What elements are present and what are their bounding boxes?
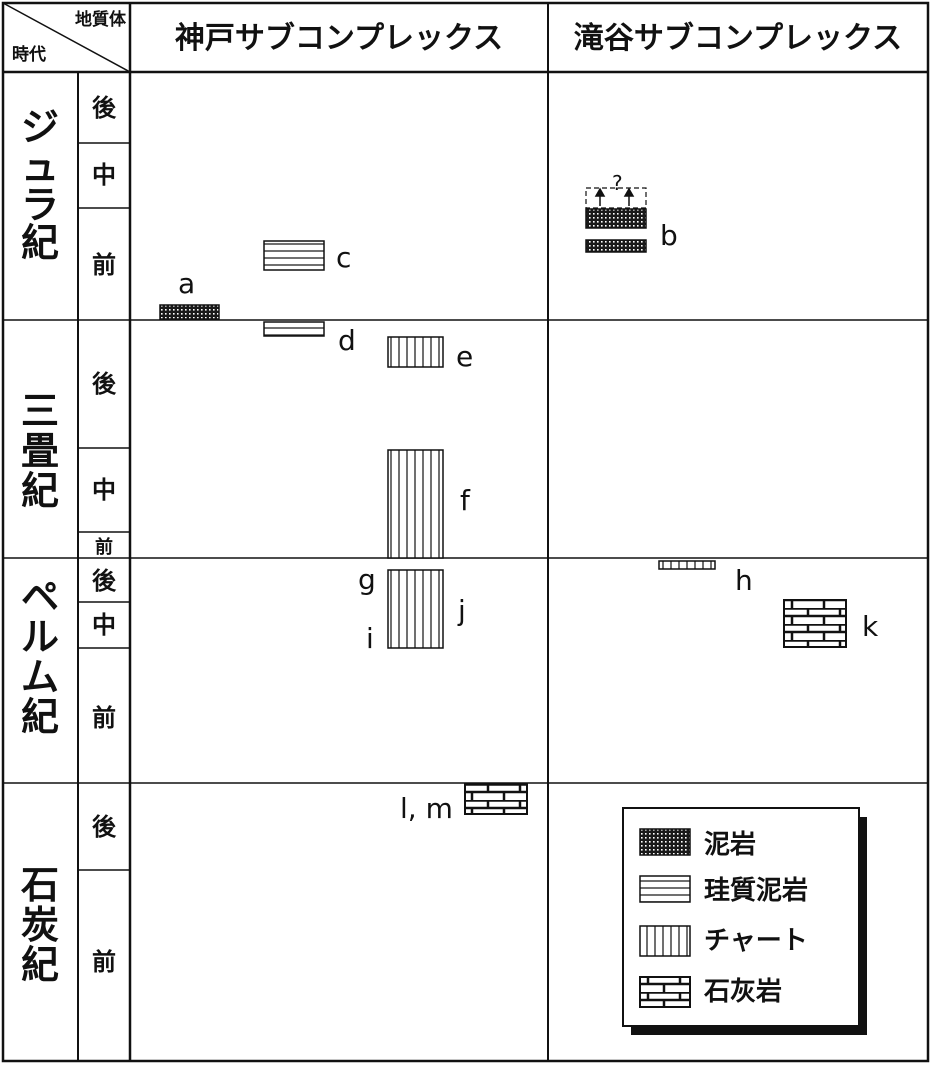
sample-gij-chert	[387, 569, 444, 649]
label-c: c	[336, 241, 351, 274]
permian-early: 前	[92, 704, 116, 732]
label-a: a	[178, 267, 195, 300]
label-lm: l, m	[400, 792, 453, 825]
sample-f-chert	[387, 449, 444, 559]
sample-b-mudstone-upper	[585, 208, 647, 229]
legend-swatch-mudstone	[639, 828, 691, 856]
uncertain-range-arrows	[594, 187, 635, 206]
sample-d-siliceous-mudstone	[263, 321, 325, 337]
legend-swatch-siliceous-mudstone	[639, 875, 691, 903]
era-jurassic: ジュラ紀	[21, 105, 59, 265]
legend-label-siliceous-mudstone: 珪質泥岩	[704, 876, 808, 906]
permian-late: 後	[92, 567, 117, 595]
sample-lm-limestone	[464, 783, 528, 815]
carboniferous-early: 前	[92, 948, 116, 976]
sample-h-chert	[658, 560, 716, 570]
sample-e-chert	[387, 336, 444, 368]
legend-swatch-limestone	[639, 976, 691, 1008]
permian-middle: 中	[92, 611, 116, 639]
column-header-kobe: 神戸サブコンプレックス	[175, 21, 503, 56]
triassic-middle: 中	[92, 476, 116, 504]
triassic-early: 前	[95, 536, 113, 558]
label-e: e	[456, 340, 473, 373]
carboniferous-late: 後	[92, 813, 117, 841]
legend-label-chert: チャート	[704, 926, 808, 956]
legend-label-limestone: 石灰岩	[703, 977, 782, 1007]
era-carboniferous: 石炭紀	[21, 863, 59, 987]
column-header-takidani: 滝谷サブコンプレックス	[574, 21, 902, 56]
sample-c-siliceous-mudstone	[263, 240, 325, 271]
jurassic-late: 後	[92, 94, 117, 122]
label-k: k	[862, 610, 879, 643]
era-triassic: 三畳紀	[21, 389, 59, 513]
legend-label-mudstone: 泥岩	[704, 830, 756, 860]
label-j: j	[457, 594, 466, 627]
question-mark: ?	[612, 171, 623, 195]
era-permian: ペルム紀	[21, 575, 59, 739]
jurassic-early: 前	[92, 251, 116, 279]
legend-swatch-chert	[639, 925, 691, 957]
legend: 泥岩 珪質泥岩 チャート 石灰岩	[622, 807, 867, 1035]
corner-label-geologic-body: 地質体	[75, 9, 127, 30]
sample-k-limestone	[783, 599, 847, 648]
label-f: f	[460, 484, 471, 517]
sample-b-mudstone-lower	[585, 239, 647, 253]
label-b: b	[660, 219, 678, 252]
corner-label-age: 時代	[12, 44, 46, 65]
jurassic-middle: 中	[92, 161, 116, 189]
label-g: g	[358, 563, 376, 596]
triassic-late: 後	[92, 370, 117, 398]
label-i: i	[366, 622, 374, 655]
label-h: h	[735, 564, 753, 597]
label-d: d	[338, 324, 356, 357]
sample-a-mudstone	[159, 304, 220, 320]
